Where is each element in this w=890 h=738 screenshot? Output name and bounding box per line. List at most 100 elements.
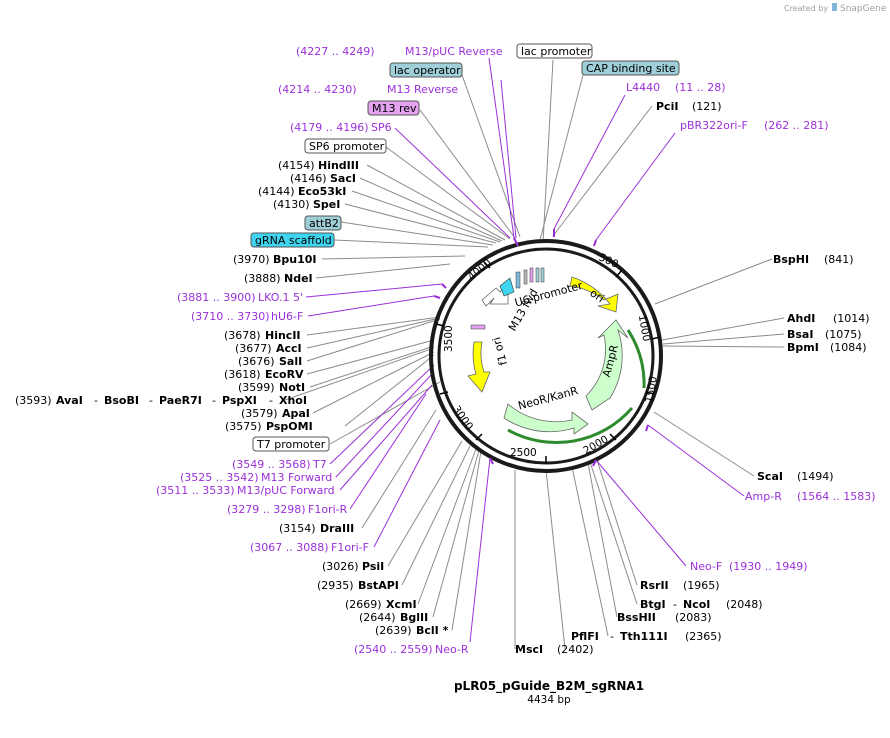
m13puc-rev-pos: (4227 .. 4249)	[296, 45, 375, 58]
rsrii-name: RsrII	[640, 579, 669, 592]
bpu10i-pos: (3970)	[233, 253, 270, 266]
sp6-pos: (4179 .. 4196)	[290, 121, 369, 134]
sp6-promoter-feature	[523, 269, 528, 285]
f1ori-f-name: F1ori-F	[331, 541, 369, 554]
m13-forward-name: M13 Forward	[261, 471, 332, 484]
btgi-sep: -	[673, 598, 677, 611]
m13-rev-box	[367, 100, 420, 116]
ecorv-pos: (3618)	[224, 368, 261, 381]
created-by-label: Created by	[784, 4, 828, 13]
cap-site-label: CAP binding site	[586, 62, 676, 75]
paer7i-sep: -	[212, 394, 216, 407]
sali-name: SalI	[279, 355, 302, 368]
xcmi-pos: (2669)	[345, 598, 382, 611]
bcli-name: BclI *	[416, 624, 449, 637]
m13-forward-pos: (3525 .. 3542)	[180, 471, 259, 484]
ecorv-name: EcoRV	[265, 368, 304, 381]
attb2-label: attB2	[309, 217, 339, 230]
plasmid-name: pLR05_pGuide_B2M_sgRNA1	[454, 679, 644, 694]
pflfi-name: PflFI	[571, 630, 599, 643]
f1ori-f-pos: (3067 .. 3088)	[250, 541, 329, 554]
xhoi-name: XhoI	[279, 394, 307, 407]
btgi-pos: (2048)	[726, 598, 763, 611]
acci-pos: (3677)	[235, 342, 272, 355]
bsshii-name: BssHII	[617, 611, 656, 624]
t7-pos: (3549 .. 3568)	[232, 458, 311, 471]
pspxi-name: PspXI	[222, 394, 257, 407]
bcli-pos: (2639)	[375, 624, 412, 637]
m13-reverse-pos: (4214 .. 4230)	[278, 83, 357, 96]
neokan-orf-arc	[626, 329, 646, 389]
tick-label: 3000	[450, 404, 475, 433]
lac-promoter-label: lac promoter	[521, 45, 592, 58]
ori-feature	[569, 276, 619, 313]
sp6-promoter-label: SP6 promoter	[309, 140, 385, 153]
saci-pos: (4146)	[290, 172, 327, 185]
u6-promoter-feature	[481, 283, 509, 307]
ahdi-pos: (1014)	[833, 312, 870, 325]
site-leader-lines	[284, 59, 785, 650]
bglii-name: BglII	[400, 611, 428, 624]
ahdi-name: AhdI	[787, 312, 815, 325]
cap-site-feature	[540, 267, 545, 283]
neo-f-pos: (1930 .. 1949)	[729, 560, 808, 573]
bstapi-pos: (2935)	[317, 579, 354, 592]
avai-name: AvaI	[56, 394, 83, 407]
bpmi-name: BpmI	[787, 341, 819, 354]
f1ori-label: f1 ori	[490, 336, 510, 367]
pflfi-pos: (2365)	[685, 630, 722, 643]
tth111i-name: Tth111I	[620, 630, 668, 643]
msci-name: MscI	[515, 643, 543, 656]
draiii-name: DraIII	[320, 522, 354, 535]
sp6-name: SP6	[371, 121, 392, 134]
lko-name: LKO.1 5'	[258, 291, 303, 304]
backbone-outer-strand	[429, 239, 663, 473]
t7-promoter-box	[252, 436, 330, 452]
scai-name: ScaI	[757, 470, 783, 483]
f1ori-r-name: F1ori-R	[308, 503, 348, 516]
bpmi-pos: (1084)	[830, 341, 867, 354]
m13puc-rev-name: M13/pUC Reverse	[405, 45, 503, 58]
lac-operator-box	[389, 62, 463, 78]
saci-name: SacI	[330, 172, 356, 185]
neo-f-name: Neo-F	[690, 560, 722, 573]
avai-sep: -	[94, 394, 98, 407]
acci-name: AccI	[276, 342, 302, 355]
psii-name: PsiI	[362, 560, 384, 573]
hindiii-name: HindIII	[318, 159, 359, 172]
cap-site-box	[581, 60, 680, 76]
hu6-pos: (3710 .. 3730)	[191, 310, 270, 323]
spei-pos: (4130)	[273, 198, 310, 211]
btgi-name: BtgI	[640, 598, 666, 611]
ndei-pos: (3888)	[244, 272, 281, 285]
snapgene-brand: SnapGene	[840, 4, 887, 14]
tick-label: 3500	[443, 325, 455, 352]
apai-pos: (3579)	[241, 407, 278, 420]
f1ori-r-pos: (3279 .. 3298)	[227, 503, 306, 516]
ncoi-name: NcoI	[683, 598, 710, 611]
pspomi-name: PspOMI	[266, 420, 313, 433]
bsshii-pos: (2083)	[675, 611, 712, 624]
hu6-name: hU6-F	[271, 310, 303, 323]
f1ori-feature	[467, 341, 491, 393]
noti-name: NotI	[279, 381, 305, 394]
attb2-feature	[515, 271, 521, 289]
msci-pos: (2402)	[557, 643, 594, 656]
bpu10i-name: Bpu10I	[273, 253, 317, 266]
tick-label: 1500	[643, 375, 659, 403]
tick-label: 1000	[636, 314, 652, 342]
rsrii-pos: (1965)	[683, 579, 720, 592]
primer-markers	[433, 229, 649, 467]
sali-pos: (3676)	[238, 355, 275, 368]
ampr-orf-arc	[507, 407, 634, 444]
bsai-name: BsaI	[787, 328, 813, 341]
amp-r-name: Amp-R	[745, 490, 782, 503]
m13-rev-feature	[529, 267, 534, 283]
draiii-pos: (3154)	[279, 522, 316, 535]
ndei-name: NdeI	[284, 272, 313, 285]
bglii-pos: (2644)	[359, 611, 396, 624]
eco53ki-name: Eco53kI	[298, 185, 346, 198]
t7-promoter-label: T7 promoter	[256, 438, 326, 451]
pspomi-pos: (3575)	[225, 420, 262, 433]
